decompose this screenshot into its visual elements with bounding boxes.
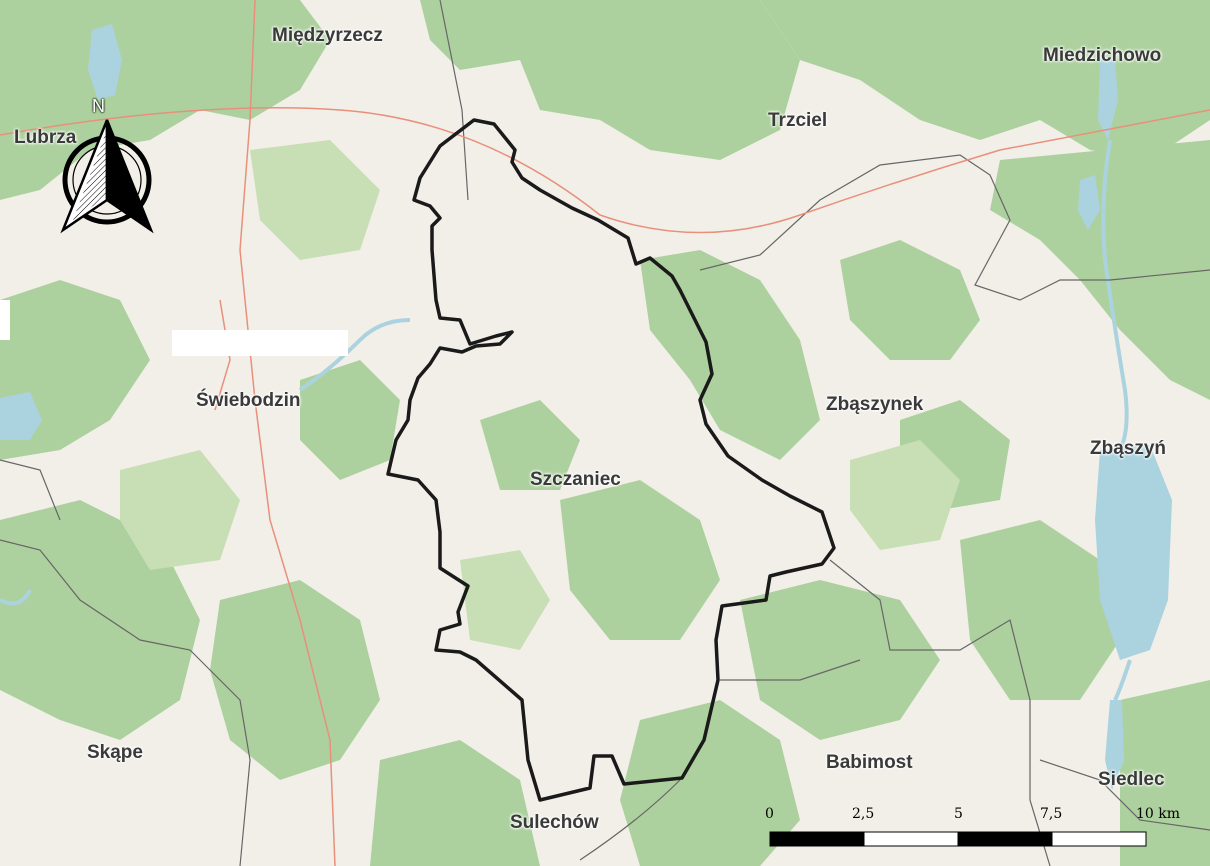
label-miedzyrzecz: Międzyrzecz	[272, 25, 383, 46]
label-miedzichowo: Miedzichowo	[1043, 45, 1162, 66]
label-siedlec: Siedlec	[1098, 769, 1165, 790]
edge-blank	[0, 300, 10, 340]
scale-segment-4	[1051, 831, 1147, 847]
scale-segment-2	[863, 831, 959, 847]
blank-label-box	[172, 330, 348, 356]
scale-label-0: 0	[765, 806, 774, 822]
label-szczaniec: Szczaniec	[530, 469, 621, 490]
scale-label-10km: 10 km	[1136, 806, 1181, 822]
scale-label-5: 5	[954, 806, 963, 822]
label-trzciel: Trzciel	[768, 110, 828, 131]
szczaniec-boundary	[386, 118, 836, 802]
north-arrow-label: N	[92, 96, 105, 116]
scale-bar	[769, 831, 1147, 847]
water-layer	[0, 24, 1172, 790]
river-layer	[0, 139, 1132, 701]
forest-light-layer	[120, 140, 960, 650]
label-babimost: Babimost	[826, 752, 913, 773]
scale-label-7-5: 7,5	[1040, 806, 1063, 822]
scale-segment-1	[769, 831, 865, 847]
north-arrow-icon	[60, 119, 154, 234]
scale-label-2-5: 2,5	[852, 806, 875, 822]
label-sulechow: Sulechów	[510, 812, 599, 833]
label-skape: Skąpe	[87, 742, 143, 763]
label-zbaszynek: Zbąszynek	[826, 394, 924, 415]
label-lubrza: Lubrza	[14, 127, 77, 148]
scale-segment-3	[957, 831, 1053, 847]
label-zbaszyn: Zbąszyń	[1090, 438, 1167, 459]
label-swiebodzin: Świebodzin	[196, 390, 301, 411]
